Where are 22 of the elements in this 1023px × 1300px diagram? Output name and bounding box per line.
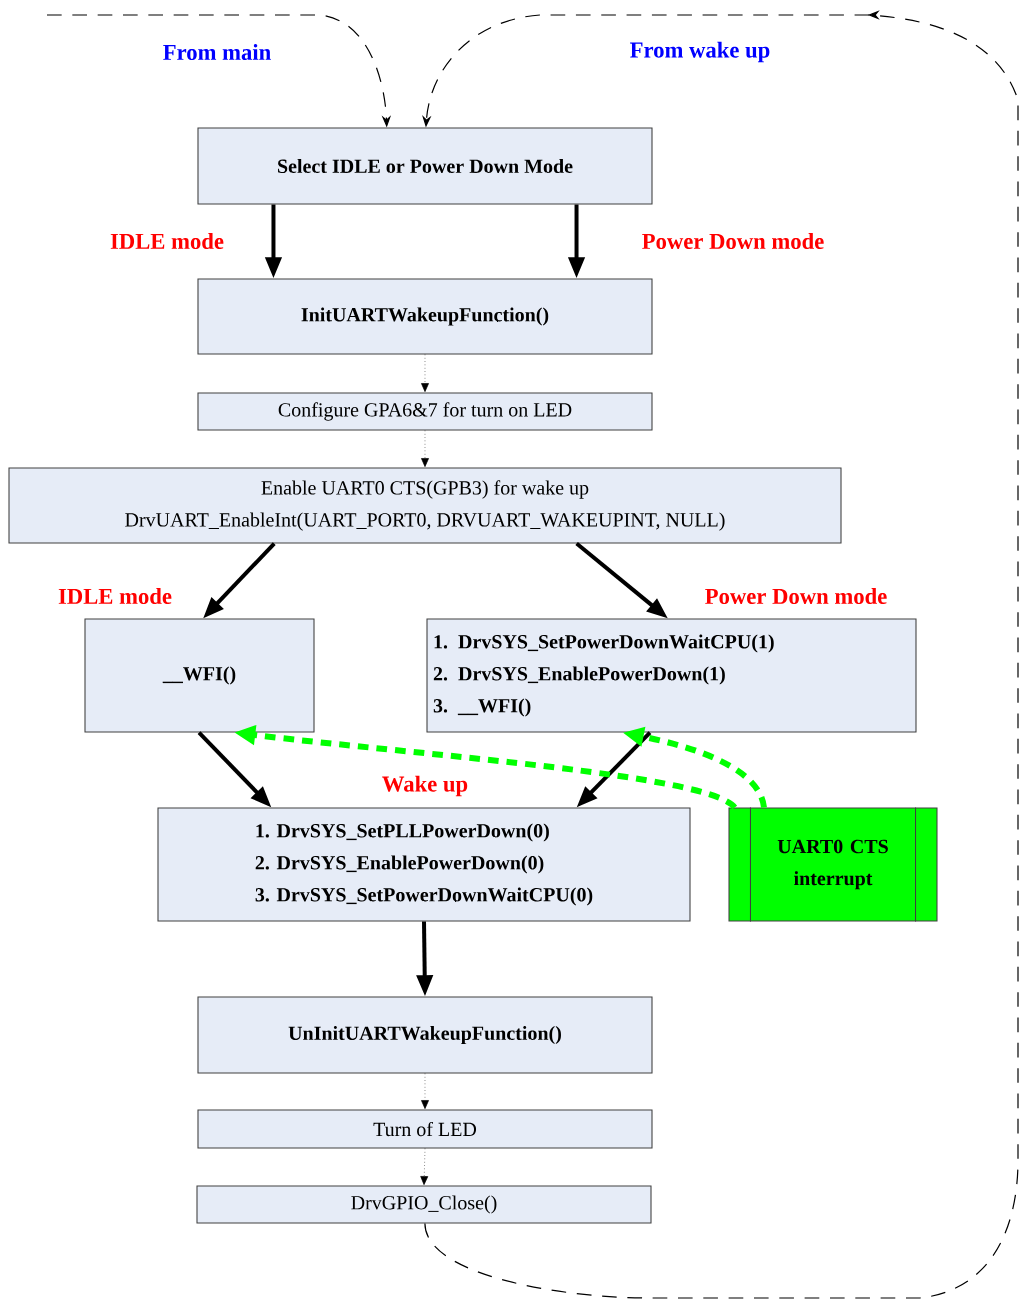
process-box: Configure GPA6&7 for turn on LED	[197, 392, 653, 431]
edge-label: IDLE mode	[56, 586, 174, 606]
process-box: DrvGPIO_Close()	[196, 1185, 652, 1224]
edge-label: Power Down mode	[640, 231, 826, 251]
process-box: Turn of LED	[197, 1109, 653, 1149]
interrupt-box: UART0 CTS interrupt	[728, 806, 938, 923]
arrow	[420, 1148, 429, 1185]
arrow	[421, 1073, 429, 1109]
process-box: 1. DrvSYS_SetPowerDownWaitCPU(1) 2. DrvSYS_EnablePowerDown(1) 3. __WFI()	[426, 618, 917, 733]
edge-label: IDLE mode	[108, 231, 226, 251]
process-box: InitUARTWakeupFunction()	[197, 278, 653, 355]
wake-up-label: Wake up	[382, 775, 468, 797]
edge-label: From wake up	[628, 40, 772, 64]
process-box: UnInitUARTWakeupFunction()	[197, 996, 653, 1074]
process-box: Select IDLE or Power Down Mode	[197, 127, 653, 205]
arrow	[421, 430, 429, 467]
process-box: 1. DrvSYS_SetPLLPowerDown(0) 2. DrvSYS_EnablePowerDown(0) 3. DrvSYS_SetPowerDownWaitCPU(0)	[157, 807, 691, 922]
process-box: Enable UART0 CTS(GPB3) for wake up DrvUART_EnableInt(UART_PORT0, DRVUART_WAKEUPINT, NULL)	[8, 467, 842, 544]
arrow	[421, 354, 429, 392]
edge-label: From main	[161, 42, 273, 62]
edge-label: Power Down mode	[703, 586, 889, 606]
process-box: __WFI()	[84, 618, 315, 733]
